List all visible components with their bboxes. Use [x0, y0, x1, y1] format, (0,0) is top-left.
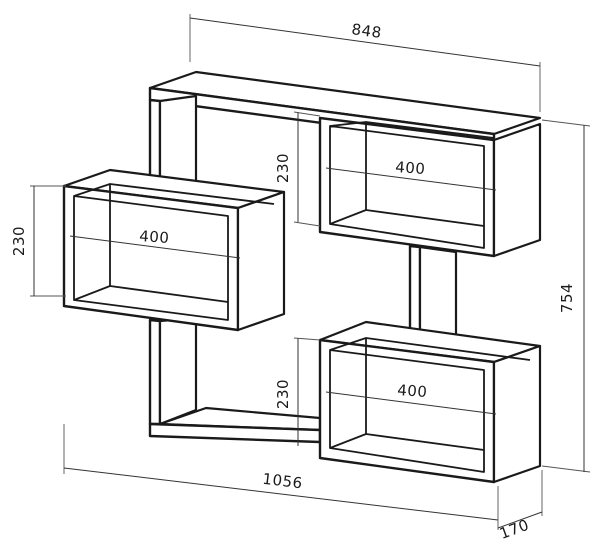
dimension-depth: 170	[497, 470, 543, 543]
dimension-top-width: 848	[189, 14, 541, 112]
dimension-total-height: 754	[541, 119, 591, 473]
top-right-box	[318, 116, 542, 258]
bottom-right-box	[318, 320, 542, 484]
left-box	[62, 168, 286, 332]
dim-label-754: 754	[558, 283, 576, 313]
dimension-total-width: 1056	[63, 424, 499, 530]
dim-label-400-top-right: 400	[395, 158, 426, 178]
dim-label-400-left: 400	[139, 227, 170, 247]
dimension-top-right-box-width: 400	[325, 158, 497, 191]
dim-label-230-top-right: 230	[274, 153, 292, 183]
dimension-top-right-box-height: 230	[274, 111, 321, 227]
upper-frame	[148, 70, 542, 352]
dim-label-400-bottom-right: 400	[397, 381, 428, 401]
dim-label-1056: 1056	[262, 470, 304, 493]
dim-label-230-bottom: 230	[274, 379, 292, 409]
dimension-left-box-width: 400	[69, 227, 241, 259]
dimension-bottom-mid-height: 230	[274, 337, 321, 446]
dimension-bottom-right-box-width: 400	[325, 381, 497, 415]
dim-label-170: 170	[497, 516, 531, 543]
dim-label-848: 848	[351, 20, 383, 42]
dimension-left-box-height: 230	[10, 185, 66, 297]
lower-frame	[148, 316, 322, 444]
dim-label-230-left: 230	[10, 226, 28, 256]
